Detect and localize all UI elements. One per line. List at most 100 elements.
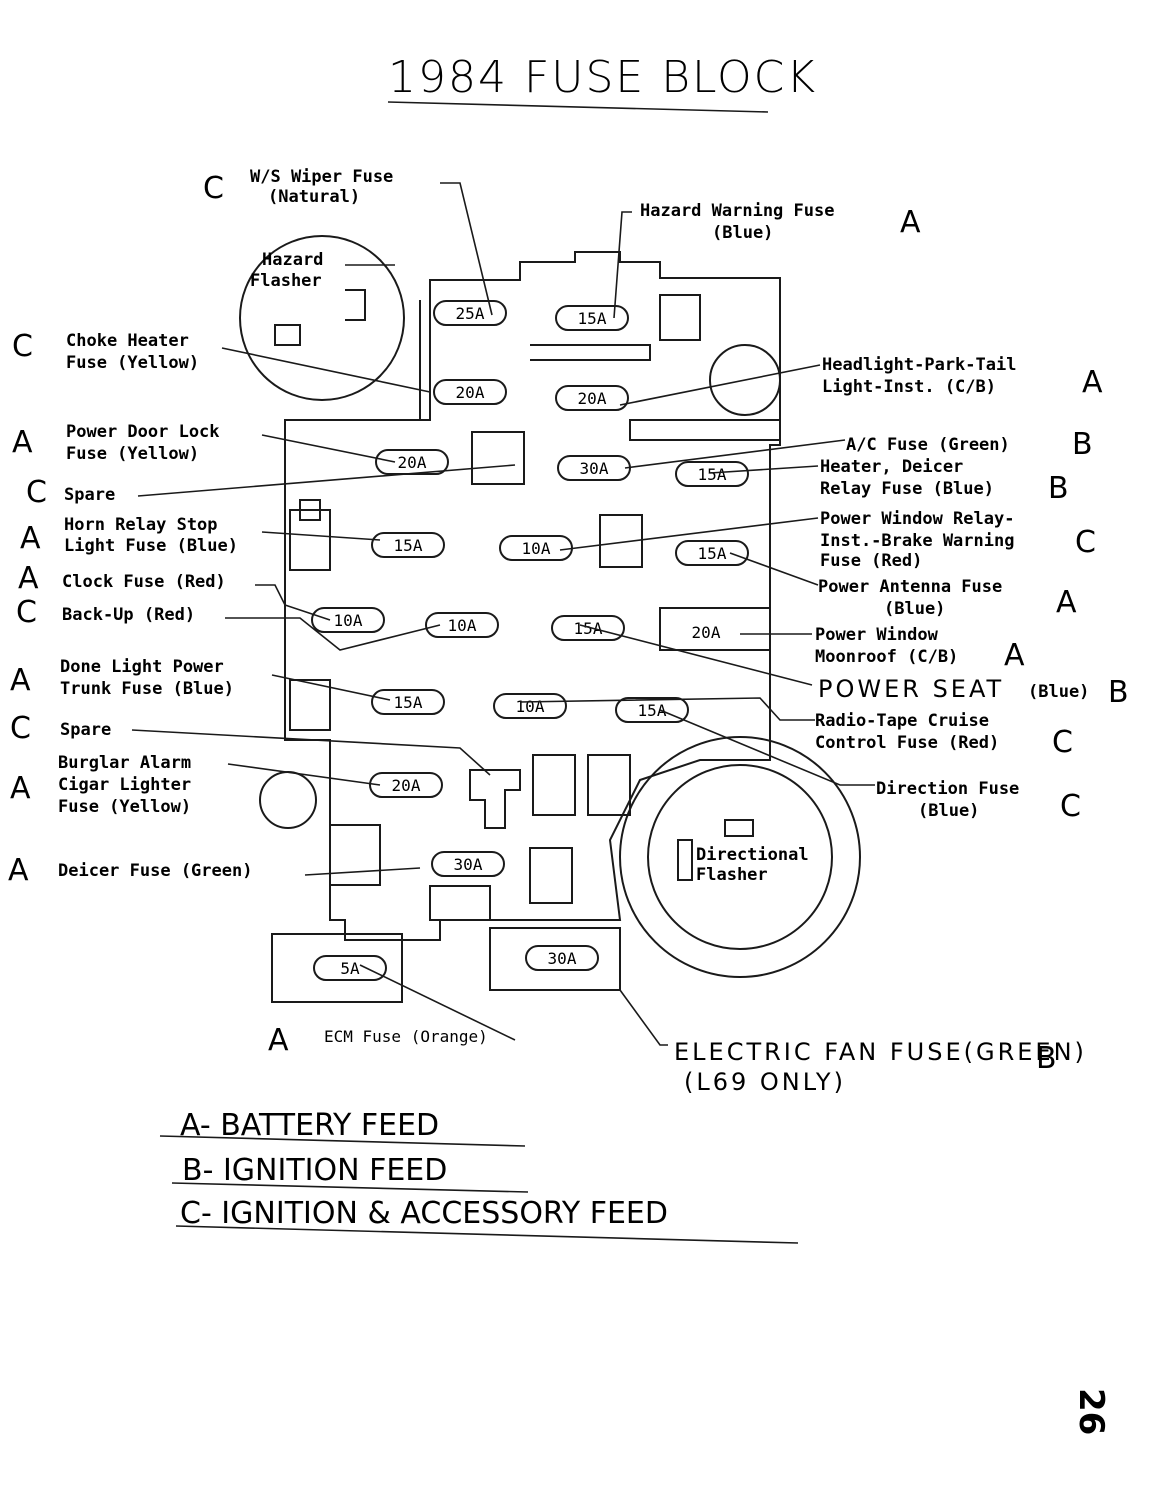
hazard-flasher-label: Hazard bbox=[262, 250, 323, 270]
choke-heater-color: Fuse (Yellow) bbox=[66, 353, 199, 373]
power-antenna-label: Power Antenna Fuse bbox=[818, 577, 1002, 597]
ecm-label: ECM Fuse (Orange) bbox=[324, 1027, 488, 1046]
horn-relay-label: Light Fuse (Blue) bbox=[64, 536, 238, 556]
fuse-rating: 20A bbox=[692, 623, 721, 642]
fuse-rating: 20A bbox=[456, 383, 485, 402]
relay-cavity bbox=[429, 885, 491, 921]
ws-wiper-label: W/S Wiper Fuse bbox=[250, 167, 393, 187]
fuse-body bbox=[675, 540, 749, 566]
electric-fan-note: (L69 ONLY) bbox=[684, 1068, 846, 1096]
hazard-flasher-label: Flasher bbox=[250, 271, 322, 291]
headlight-breaker-circle bbox=[709, 344, 781, 416]
relay-cavity bbox=[469, 769, 521, 829]
fuse-rating: 10A bbox=[522, 539, 551, 558]
spare-label: Spare bbox=[60, 720, 111, 740]
hazard-warning-label: Hazard Warning Fuse bbox=[640, 201, 834, 221]
fuse-rating: 15A bbox=[578, 309, 607, 328]
ws-wiper-color: (Natural) bbox=[268, 187, 360, 207]
fuse-rating: 15A bbox=[698, 544, 727, 563]
fuse-rating: 30A bbox=[548, 949, 577, 968]
cigar-lighter-circle bbox=[259, 771, 317, 829]
fuse-rating: 15A bbox=[574, 619, 603, 638]
power-window-relay-label: Inst.-Brake Warning bbox=[820, 531, 1014, 551]
relay-cavity bbox=[289, 509, 331, 571]
ac-fuse-label: A/C Fuse (Green) bbox=[846, 435, 1010, 455]
directional-flasher-inner bbox=[647, 764, 833, 950]
feed-letter: A bbox=[1004, 638, 1025, 673]
flasher-terminal bbox=[345, 289, 366, 321]
fuse-body bbox=[493, 693, 567, 719]
feed-letter: A bbox=[8, 853, 29, 888]
feed-letter: C bbox=[26, 475, 47, 510]
burglar-alarm-label: Burglar Alarm bbox=[58, 753, 191, 773]
relay-cavity bbox=[289, 679, 331, 731]
feed-letter: C bbox=[1052, 725, 1073, 760]
fuse-body bbox=[371, 689, 445, 715]
flasher-terminal bbox=[724, 819, 754, 837]
directional-flasher-outer bbox=[619, 736, 861, 978]
hazard-warning-color: (Blue) bbox=[712, 223, 773, 243]
burglar-alarm-label: Fuse (Yellow) bbox=[58, 797, 191, 817]
feed-letter: A bbox=[1082, 365, 1103, 400]
choke-heater-label: Choke Heater bbox=[66, 331, 189, 351]
feed-letter: C bbox=[16, 595, 37, 630]
fuses: 25A 15A 20A 20A 20A 30A 15A 15A 10A 15A 10A 10A 15A 2… bbox=[311, 300, 749, 981]
page-number: 26 bbox=[1071, 1388, 1111, 1435]
feed-letter: C bbox=[1060, 789, 1081, 824]
fuse-rating: 30A bbox=[580, 459, 609, 478]
headlight-label: Headlight-Park-Tail bbox=[822, 355, 1016, 375]
power-window-moonroof-label: Power Window bbox=[815, 625, 939, 645]
circuit-breaker-cavity bbox=[659, 607, 771, 651]
radio-tape-label: Control Fuse (Red) bbox=[815, 733, 999, 753]
fuse-rating: 10A bbox=[448, 616, 477, 635]
fuse-rating: 25A bbox=[456, 304, 485, 323]
directional-flasher-label: Flasher bbox=[696, 865, 768, 885]
feed-letter: A bbox=[18, 561, 39, 596]
radio-tape-label: Radio-Tape Cruise bbox=[815, 711, 989, 731]
fuse-rating: 10A bbox=[334, 611, 363, 630]
feed-letter: C bbox=[10, 711, 31, 746]
clock-label: Clock Fuse (Red) bbox=[62, 572, 226, 592]
feed-letter: A bbox=[900, 205, 921, 240]
feed-letter: A bbox=[20, 521, 41, 556]
power-seat-label: POWER SEAT bbox=[818, 675, 1004, 703]
legend-b: B- IGNITION FEED bbox=[182, 1153, 447, 1188]
power-window-relay-label: Power Window Relay- bbox=[820, 509, 1014, 529]
relay-cavity bbox=[529, 847, 573, 904]
fuse-rating: 15A bbox=[698, 465, 727, 484]
fuse-body bbox=[431, 851, 505, 877]
fuse-body bbox=[525, 945, 599, 971]
fuse-body bbox=[555, 305, 629, 331]
fan-fuse-box bbox=[489, 927, 621, 991]
fuse-body bbox=[675, 461, 749, 487]
electric-fan-label: ELECTRIC FAN FUSE(GREEN) bbox=[674, 1038, 1087, 1066]
feed-letter: C bbox=[12, 329, 33, 364]
feed-letter: B bbox=[1108, 675, 1129, 710]
fuse-rating: 5A bbox=[340, 959, 360, 978]
backup-label: Back-Up (Red) bbox=[62, 605, 195, 625]
feed-letter: A bbox=[12, 425, 33, 460]
fuse-rating: 15A bbox=[638, 701, 667, 720]
fuse-block-body bbox=[284, 251, 781, 941]
fuse-rating: 20A bbox=[392, 776, 421, 795]
labels: C W/S Wiper Fuse (Natural) Hazard Warnin… bbox=[8, 167, 1129, 1096]
direction-fuse-label: Direction Fuse bbox=[876, 779, 1019, 799]
legend-c: C- IGNITION & ACCESSORY FEED bbox=[180, 1196, 668, 1231]
power-door-lock-color: Fuse (Yellow) bbox=[66, 444, 199, 464]
fuse-body bbox=[551, 615, 625, 641]
fuse-body bbox=[369, 772, 443, 798]
power-window-moonroof-label: Moonroof (C/B) bbox=[815, 647, 958, 667]
deicer-label: Deicer Fuse (Green) bbox=[58, 861, 252, 881]
direction-fuse-color: (Blue) bbox=[918, 801, 979, 821]
hazard-flasher-circle bbox=[239, 235, 405, 401]
dome-light-label: Trunk Fuse (Blue) bbox=[60, 679, 234, 699]
fuse-rating: 20A bbox=[578, 389, 607, 408]
spare-label: Spare bbox=[64, 485, 115, 505]
feed-letter: C bbox=[203, 171, 224, 206]
feed-letter: C bbox=[1075, 525, 1096, 560]
power-seat-color: (Blue) bbox=[1028, 682, 1089, 702]
fuse-body bbox=[425, 612, 499, 638]
fuse-body bbox=[313, 955, 387, 981]
headlight-label: Light-Inst. (C/B) bbox=[822, 377, 996, 397]
